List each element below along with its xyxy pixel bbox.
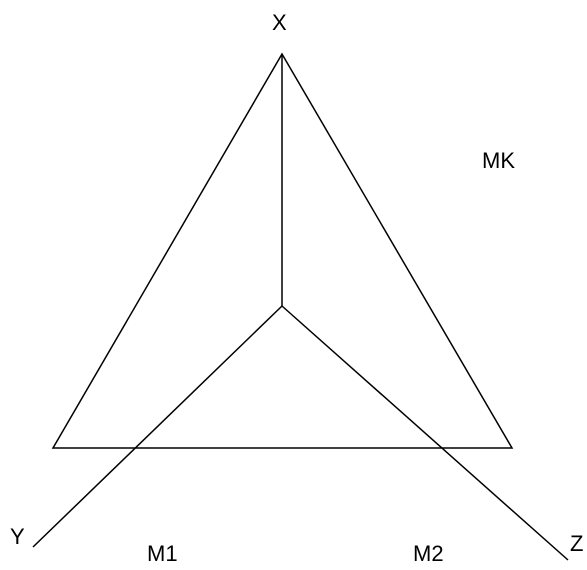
y-axis-label: Y [10, 524, 25, 549]
m2-label: M2 [413, 541, 444, 566]
mk-label: MK [482, 148, 515, 173]
outer-triangle [51, 52, 514, 449]
y-axis-line [32, 305, 283, 548]
z-axis-label: Z [570, 531, 583, 556]
x-axis-label: X [272, 10, 287, 35]
z-axis-line [281, 305, 569, 561]
m1-label: M1 [147, 541, 178, 566]
